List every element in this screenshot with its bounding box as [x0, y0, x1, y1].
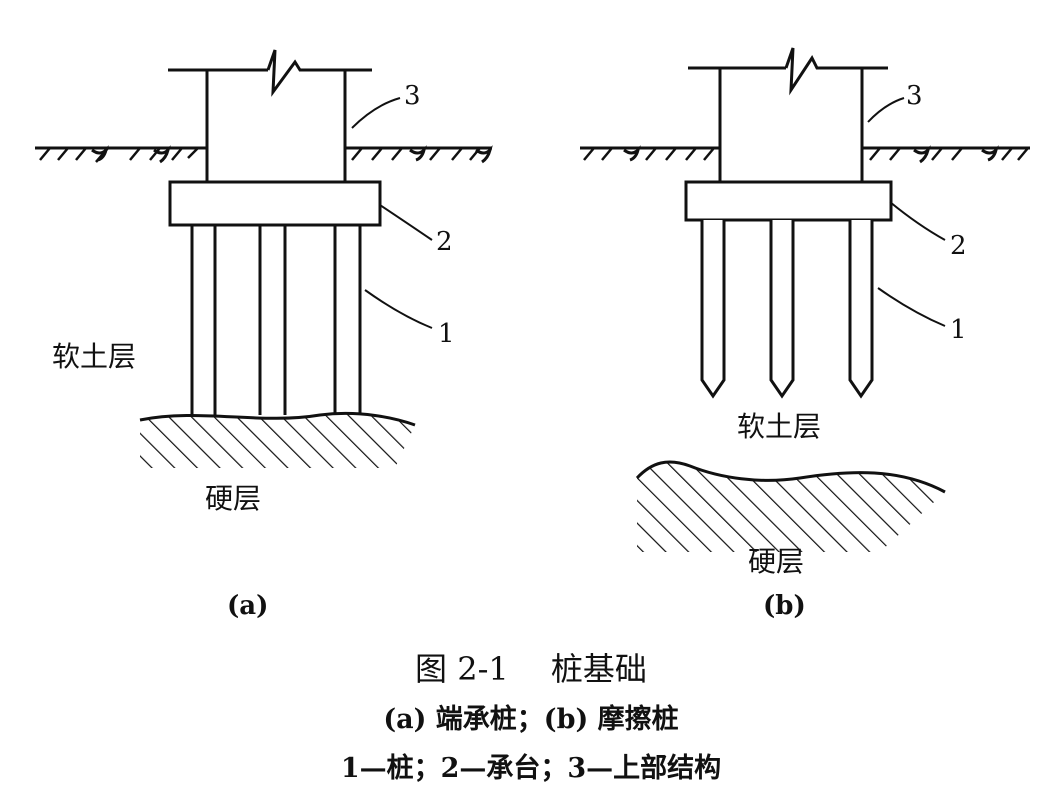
leader-lines-b [867, 97, 946, 327]
soft-layer-label-b: 软土层 [737, 410, 821, 443]
ground-surface-b [580, 145, 1030, 164]
figure-title: 图 2-1 桩基础 [415, 650, 647, 688]
label-1-b: 1 [950, 315, 967, 345]
hard-layer-b [635, 460, 946, 552]
pile [769, 220, 795, 399]
pile-cap-a [168, 180, 382, 227]
end-bearing-piles [190, 225, 362, 415]
sublabel-b: (b) [763, 591, 806, 621]
ground-surface-a [35, 145, 493, 164]
friction-pile-diagram: 3 2 1 软土层 硬层 (b) [580, 47, 1030, 621]
hard-layer-label-a: 硬层 [205, 482, 261, 515]
leader-lines-a [351, 97, 433, 329]
caption-line-legend: 1—桩；2—承台；3—上部结构 [341, 752, 721, 784]
hard-layer-a [139, 411, 416, 468]
friction-piles [700, 220, 874, 399]
end-bearing-pile-diagram: 3 2 1 软土层 硬层 (a) [35, 49, 493, 621]
soft-layer-label-a: 软土层 [52, 340, 136, 373]
sublabel-a: (a) [227, 591, 268, 621]
label-3-a: 3 [404, 81, 421, 111]
label-3-b: 3 [906, 81, 923, 111]
hard-layer-label-b: 硬层 [748, 545, 804, 578]
pile-cap-b [684, 180, 893, 222]
superstructure-column-a [168, 49, 372, 182]
caption-line-types: (a) 端承桩；(b) 摩擦桩 [383, 703, 678, 735]
pile [848, 220, 874, 399]
pile [700, 220, 726, 399]
figure-caption: 图 2-1 桩基础 (a) 端承桩；(b) 摩擦桩 1—桩；2—承台；3—上部结… [341, 650, 721, 784]
label-2-b: 2 [950, 231, 967, 261]
superstructure-column-b [688, 47, 888, 182]
label-2-a: 2 [436, 227, 453, 257]
label-1-a: 1 [438, 319, 455, 349]
